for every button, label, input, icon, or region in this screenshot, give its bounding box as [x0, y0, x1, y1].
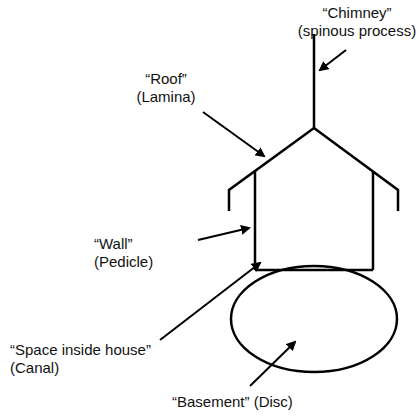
wall-line [372, 171, 375, 270]
callout-label: “Space inside house” (Canal) [10, 341, 180, 377]
callout-label: “Chimney” (spinous process) [294, 4, 420, 40]
chimney-line [313, 34, 316, 128]
leader-arrow [250, 342, 295, 386]
leader-arrow [198, 228, 249, 240]
leader-arrow [320, 50, 346, 70]
leader-arrow [203, 112, 264, 156]
callout-label: “Roof” (Lamina) [130, 70, 202, 106]
wall-line [254, 171, 257, 270]
callout-label: “Basement” (Disc) [172, 393, 372, 411]
callout-label: “Wall” (Pedicle) [94, 235, 174, 271]
disc-ellipse [231, 266, 397, 372]
leader-arrow [160, 263, 260, 340]
floor-line [255, 269, 373, 272]
